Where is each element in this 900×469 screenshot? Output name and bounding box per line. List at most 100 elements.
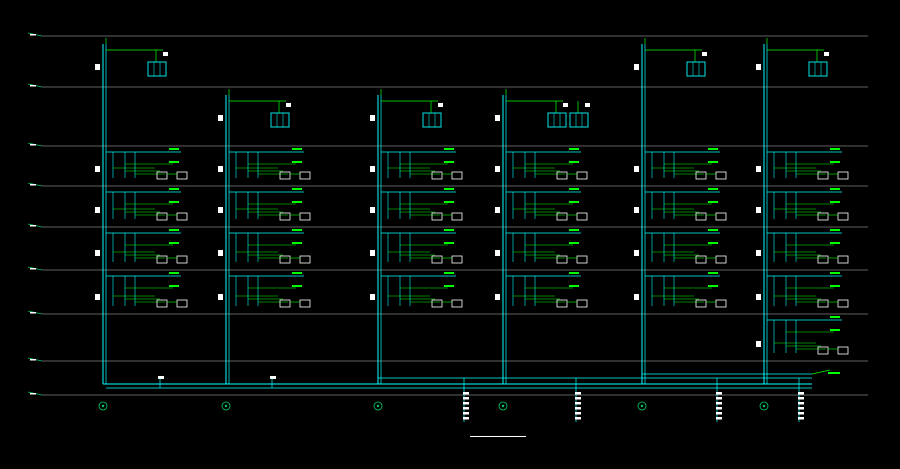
drain-stack-tag (798, 392, 804, 395)
floor-riser-tag (95, 166, 100, 172)
branch-label (708, 148, 718, 150)
water-tank (569, 112, 589, 128)
branch-label (169, 188, 179, 190)
fixture-box (451, 212, 463, 221)
branch-label (830, 201, 840, 203)
fixture-box (576, 255, 588, 264)
drain-stack-tag (463, 397, 469, 400)
riser-tag (95, 64, 100, 70)
drain-stack-tag (716, 392, 722, 395)
level-tag (30, 393, 36, 395)
floor-riser-tag (634, 250, 639, 256)
branch-label (569, 201, 579, 203)
branch-label (444, 161, 454, 163)
drain-stack-tag (798, 412, 804, 415)
fixture-box (156, 255, 168, 264)
branch-label (569, 242, 579, 244)
branch-label (292, 229, 302, 231)
fixture-box (451, 171, 463, 180)
riser-2 (218, 89, 311, 411)
fixture-box (837, 171, 849, 180)
drain-stack-tag (798, 407, 804, 410)
water-tank (422, 112, 442, 128)
column-marker (98, 401, 108, 411)
fixture-box (279, 299, 291, 308)
fixture-box (715, 255, 727, 264)
column-marker-dot (762, 404, 766, 408)
riser-6 (756, 38, 849, 411)
branch-label (708, 161, 718, 163)
fixture-box (817, 171, 829, 180)
drain-stack-tag (463, 417, 469, 420)
floor-riser-tag (495, 207, 500, 213)
branch-label (569, 285, 579, 287)
branch-label (830, 188, 840, 190)
floor-riser-tag (95, 294, 100, 300)
level-tag (30, 359, 36, 361)
drain-stack-tag (716, 417, 722, 420)
fixture-box (156, 171, 168, 180)
branch-label (292, 201, 302, 203)
fixture-box (431, 255, 443, 264)
fixture-box (299, 255, 311, 264)
branch-label (444, 272, 454, 274)
fixture-box (556, 212, 568, 221)
floor-riser-tag (756, 341, 761, 347)
fixture-box (695, 299, 707, 308)
fixture-box (176, 171, 188, 180)
supply-inlet-label (828, 372, 840, 374)
tank-tag (824, 52, 829, 56)
branch-label (708, 201, 718, 203)
fixture-box (576, 171, 588, 180)
fixture-box (299, 212, 311, 221)
branch-label (292, 272, 302, 274)
branch-label (169, 161, 179, 163)
drawing-title-underline (470, 436, 526, 437)
column-marker (221, 401, 231, 411)
branch-label (169, 272, 179, 274)
drain-stack-tag (575, 392, 581, 395)
fixture-box (431, 212, 443, 221)
fixture-box (299, 171, 311, 180)
branch-label (292, 285, 302, 287)
branch-label (830, 229, 840, 231)
floor-riser-tag (218, 294, 223, 300)
riser-3 (370, 89, 463, 411)
water-tank (686, 61, 706, 77)
branch-label (708, 272, 718, 274)
branch-label (569, 272, 579, 274)
riser-4 (495, 89, 590, 411)
riser-tag (634, 64, 639, 70)
branch-label (569, 229, 579, 231)
branch-label (830, 242, 840, 244)
fixture-box (576, 299, 588, 308)
column-marker-dot (376, 404, 380, 408)
tank-tag (563, 103, 568, 107)
branch-label (830, 161, 840, 163)
drain-stack-tag (798, 397, 804, 400)
floor-riser-tag (634, 294, 639, 300)
fixture-box (837, 255, 849, 264)
fixture-box (451, 299, 463, 308)
tank-tag (585, 103, 590, 107)
branch-label (169, 285, 179, 287)
fixture-box (715, 171, 727, 180)
fixture-box (556, 171, 568, 180)
level-tag (30, 144, 36, 146)
main-valve-tag (270, 376, 276, 379)
branch-label (292, 161, 302, 163)
branch-label (169, 229, 179, 231)
floor-riser-tag (370, 166, 375, 172)
floor-riser-tag (634, 166, 639, 172)
drain-stack-tag (716, 402, 722, 405)
fixture-box (431, 171, 443, 180)
drain-stack-tag (463, 407, 469, 410)
water-tank (147, 61, 167, 77)
branch-label (569, 188, 579, 190)
branch-label (169, 242, 179, 244)
riser-tag (495, 115, 500, 121)
fixture-box (299, 299, 311, 308)
fixture-box (817, 212, 829, 221)
water-tank (808, 61, 828, 77)
